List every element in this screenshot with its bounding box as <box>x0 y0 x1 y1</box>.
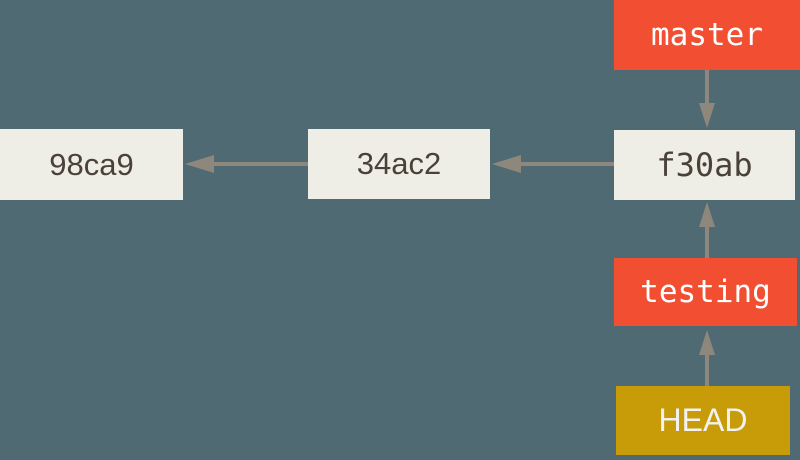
arrow-testing-to-f30ab-icon <box>699 202 715 258</box>
commit-node-f30ab: f30ab <box>614 130 795 200</box>
commit-id-label: 34ac2 <box>356 146 442 181</box>
arrow-master-to-f30ab-icon <box>699 70 715 128</box>
commit-id-label: 98ca9 <box>49 146 134 182</box>
head-name-label: HEAD <box>658 402 748 438</box>
commit-id-label: f30ab <box>656 146 753 184</box>
branch-label-testing: testing <box>614 258 797 326</box>
branch-name-label: master <box>651 17 763 53</box>
arrow-f30ab-to-34ac2-icon <box>492 155 614 173</box>
head-pointer-label: HEAD <box>616 386 790 455</box>
arrow-head-to-testing-icon <box>699 330 715 386</box>
branch-name-label: testing <box>640 274 771 310</box>
commit-node-34ac2: 34ac2 <box>308 129 490 199</box>
branch-label-master: master <box>614 0 800 70</box>
commit-node-98ca9: 98ca9 <box>0 129 183 200</box>
arrow-34ac2-to-98ca9-icon <box>185 155 308 173</box>
